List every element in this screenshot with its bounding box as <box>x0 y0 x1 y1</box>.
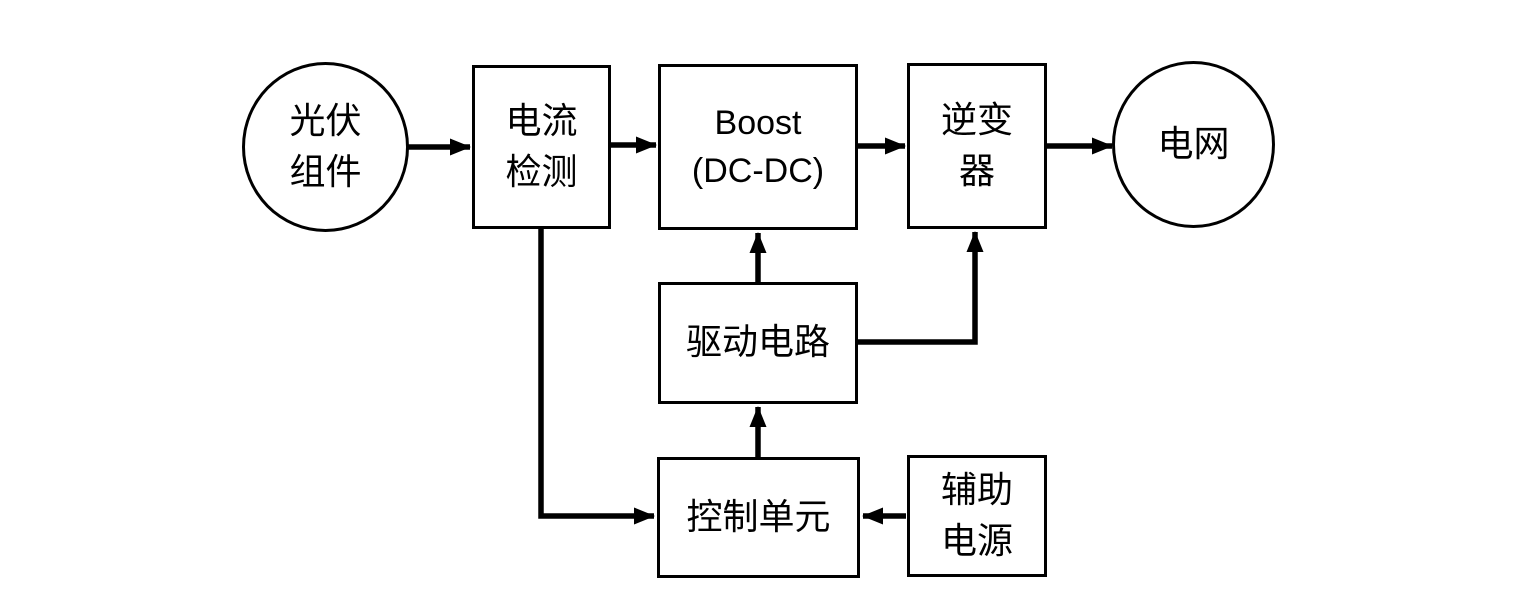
inverter-label: 逆变 器 <box>940 99 1013 191</box>
node-current-detection: 电流 检测 <box>472 65 611 229</box>
edge-current-detection-to-control-unit <box>538 228 655 525</box>
node-boost-dcdc: Boost (DC-DC) <box>658 64 858 230</box>
node-aux-power: 辅助 电源 <box>907 455 1047 577</box>
current-detection-label: 电流 检测 <box>505 100 578 192</box>
control-unit-label: 控制单元 <box>686 496 831 537</box>
boost-dcdc-label: Boost (DC-DC) <box>691 103 825 190</box>
pv-module-label: 光伏 组件 <box>289 100 362 192</box>
node-control-unit: 控制单元 <box>657 457 860 578</box>
grid-label: 电网 <box>1157 123 1230 164</box>
node-grid: 电网 <box>1112 61 1275 228</box>
drive-circuit-label: 驱动电路 <box>685 322 830 363</box>
edge-drive-circuit-to-inverter <box>856 231 984 345</box>
aux-power-label: 辅助 电源 <box>940 469 1013 561</box>
node-pv-module: 光伏 组件 <box>242 62 409 232</box>
node-inverter: 逆变 器 <box>907 63 1047 229</box>
node-drive-circuit: 驱动电路 <box>658 282 858 404</box>
